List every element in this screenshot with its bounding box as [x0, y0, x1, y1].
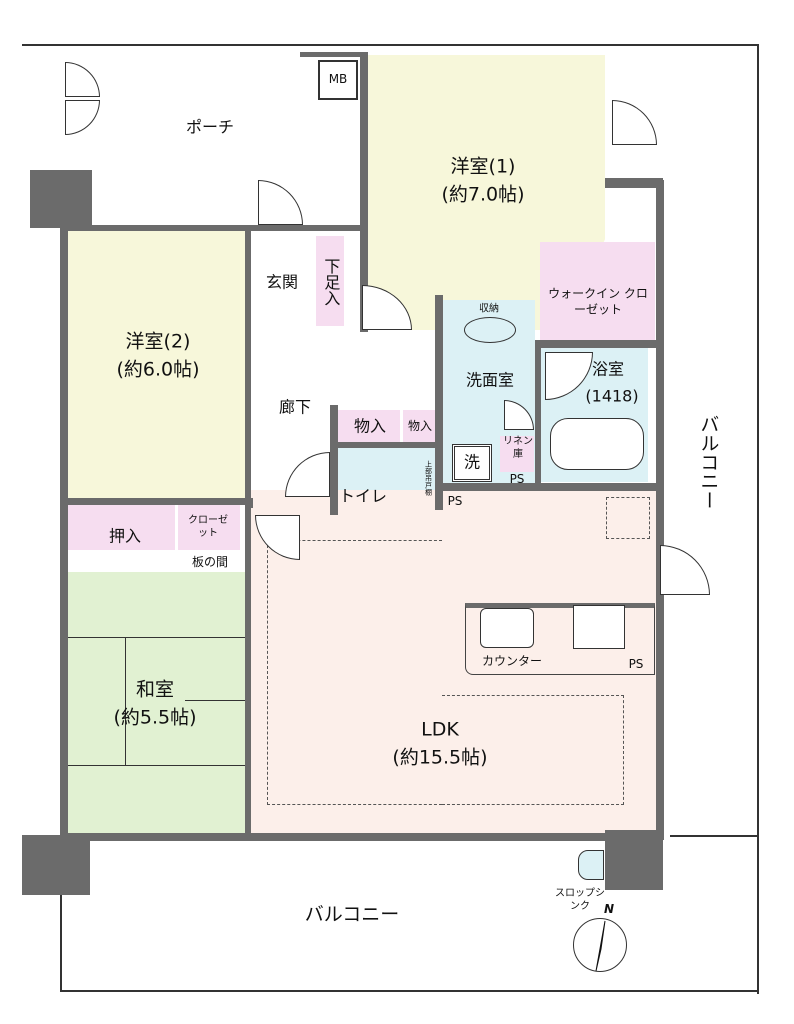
washroom-label: 洗面室 [465, 370, 515, 390]
oshiire-label: 押入 [108, 526, 142, 546]
wall [300, 52, 360, 57]
compass-needle-icon [595, 920, 606, 972]
entrance-label: 玄関 [265, 272, 299, 292]
bath-name: 浴室 [591, 359, 625, 379]
tatami-line [125, 637, 126, 765]
storage1-label: 物入 [353, 416, 387, 436]
outer-line-top [22, 44, 759, 46]
ceiling-dash [267, 540, 442, 805]
outer-line-right [757, 44, 759, 994]
wall [68, 225, 368, 231]
wall [605, 178, 663, 188]
upper-cabinet-label: 上部吊戸棚 [424, 460, 433, 496]
door-icon[interactable] [285, 452, 330, 497]
storage2-label: 物入 [407, 419, 433, 434]
right-balcony-line [670, 835, 758, 837]
walk-in-closet [540, 242, 655, 342]
tatami-line [68, 765, 245, 766]
tatami-line [68, 637, 245, 638]
compass-icon [573, 918, 627, 972]
slop-sink-icon [578, 850, 604, 880]
sink-icon [480, 608, 534, 648]
basin-icon [464, 317, 516, 343]
oshiire [68, 505, 175, 550]
western2-name: 洋室(2) [125, 330, 191, 353]
balcony-bottom-label: バルコニー [304, 903, 400, 926]
outer-line-bottom [60, 990, 759, 992]
western1-size: (約7.0帖) [441, 183, 525, 206]
wall [540, 340, 660, 348]
door-icon[interactable] [660, 545, 710, 595]
washitsu-size: (約5.5帖) [113, 706, 197, 729]
outer-line-left [60, 840, 62, 990]
western1-name: 洋室(1) [450, 155, 516, 178]
linen-storage [500, 436, 534, 472]
pillar [30, 170, 92, 228]
ceiling-dash [442, 695, 624, 805]
storage-top-label: 収納 [479, 303, 499, 315]
north-label: N [603, 902, 615, 917]
ldk-size: (約15.5帖) [392, 746, 488, 769]
hallway-label: 廊下 [278, 397, 312, 417]
wall [60, 498, 250, 505]
wall [360, 52, 368, 332]
wall [60, 225, 68, 840]
western2-size: (約6.0帖) [116, 358, 200, 381]
wic-label: ウォークイン クローゼット [548, 286, 648, 316]
door-icon[interactable] [65, 100, 100, 135]
door-icon[interactable] [258, 180, 303, 225]
closet [178, 505, 240, 550]
meter-box [318, 60, 358, 100]
mb-label: MB [328, 72, 348, 87]
washer-label: 洗 [463, 452, 481, 472]
door-icon[interactable] [65, 62, 100, 97]
wall [330, 405, 338, 515]
storage-1 [338, 410, 400, 442]
linen-label: リネン庫 [503, 436, 533, 460]
wall [60, 833, 660, 841]
ps-label-3: PS [628, 657, 644, 672]
ldk-name: LDK [421, 718, 459, 741]
pillar [22, 835, 90, 895]
slop-sink-label: スロップシンク [555, 888, 605, 912]
storage-2 [403, 410, 438, 442]
washitsu-name: 和室 [135, 678, 175, 701]
wall [245, 225, 251, 835]
tatami-line [185, 700, 245, 701]
wall [535, 340, 541, 485]
pillar [605, 830, 663, 890]
wall [330, 442, 440, 448]
counter-label: カウンター [481, 654, 543, 669]
bathtub-icon [550, 418, 644, 470]
washitsu [68, 572, 245, 833]
bath-size: (1418) [585, 386, 639, 406]
western-room-2 [68, 230, 245, 498]
wall [443, 483, 658, 491]
shoe-storage [316, 236, 344, 326]
washer-box [452, 444, 492, 482]
closet-label: クローゼット [188, 515, 228, 539]
ps-label-2: PS [509, 472, 525, 487]
door-icon[interactable] [612, 100, 657, 145]
ceiling-dash [606, 497, 650, 539]
porch-label: ポーチ [185, 117, 235, 137]
toilet-label: トイレ [338, 486, 388, 506]
stove-icon [573, 605, 625, 649]
wall [656, 180, 664, 840]
itanoma-label: 板の間 [191, 555, 229, 570]
ps-label-1: PS [447, 494, 463, 509]
wall [435, 295, 443, 510]
shoe-storage-label: 下足入 [321, 258, 341, 306]
balcony-right-label: バルコニー [697, 414, 720, 510]
